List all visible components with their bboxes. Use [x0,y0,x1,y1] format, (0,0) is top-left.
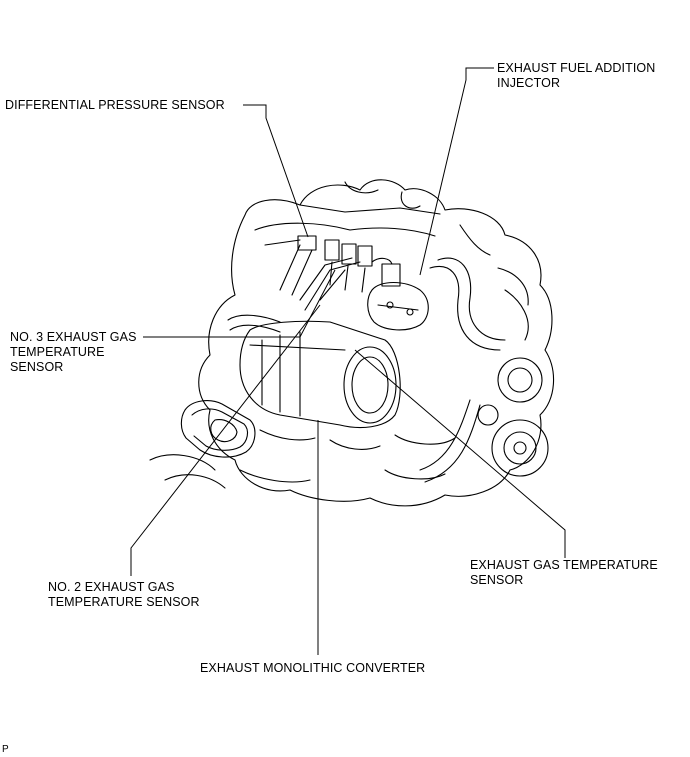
pulley-lower [491,419,549,477]
exhaust-flange [180,400,256,458]
label-no3-exhaust-gas-temperature-sensor: NO. 3 EXHAUST GAS TEMPERATURE SENSOR [10,330,137,374]
label-exhaust-fuel-addition-injector: EXHAUST FUEL ADDITION INJECTOR [497,61,656,90]
pulley-upper [497,357,543,403]
engine-outline [198,179,555,507]
injector-assembly [367,281,429,331]
connector-4 [357,245,373,267]
label-differential-pressure-sensor: DIFFERENTIAL PRESSURE SENSOR [5,98,225,112]
leader-exhaust-gas [354,349,566,558]
label-exhaust-monolithic-converter: EXHAUST MONOLITHIC CONVERTER [200,661,426,675]
label-exhaust-gas-temperature-sensor: EXHAUST GAS TEMPERATURE SENSOR [470,558,658,587]
connector-1 [297,235,317,251]
converter-body [239,320,401,429]
leader-no2 [130,304,321,576]
corner-mark: P [2,744,9,755]
connector-3 [341,243,357,265]
leader-injector [419,67,494,276]
connector-2 [324,239,340,261]
leader-differential [243,104,309,238]
leader-no3 [143,269,336,338]
label-no2-exhaust-gas-temperature-sensor: NO. 2 EXHAUST GAS TEMPERATURE SENSOR [48,580,200,609]
